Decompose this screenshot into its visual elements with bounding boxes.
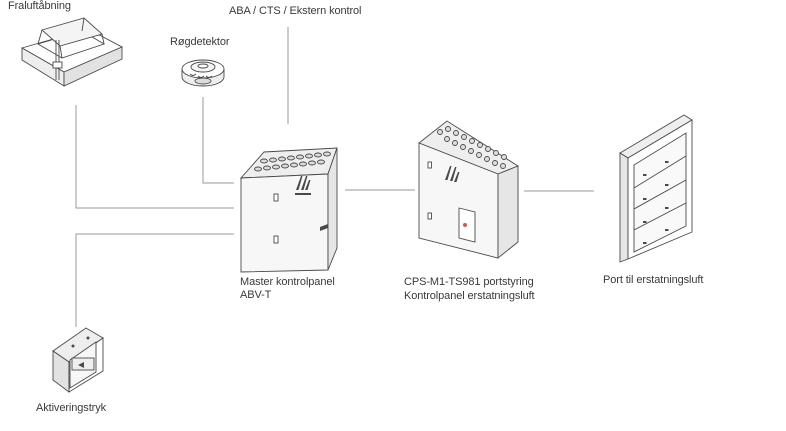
door-label: Port til erstatningsluft — [603, 274, 704, 286]
brand-logo-icon — [295, 176, 311, 195]
cable-glands — [254, 151, 331, 172]
red-indicator-icon — [463, 223, 467, 227]
lock-upper-icon — [273, 193, 279, 202]
line-roof-hatch-to-master — [75, 105, 234, 209]
lock-lower-icon — [273, 235, 279, 244]
line-smoke-to-master — [202, 97, 234, 184]
lock-upper-icon — [427, 161, 432, 169]
master-panel-model-label: ABV-T — [240, 289, 272, 301]
activation-switch-label: Aktiveringstryk — [36, 402, 107, 414]
bms-label: ABA / CTS / Ekstern kontrol — [229, 5, 362, 17]
lock-lower-icon — [427, 212, 432, 220]
brand-logo-icon — [445, 166, 460, 182]
cps-panel-description-label: Kontrolpanel erstatningsluft — [404, 290, 535, 302]
smoke-detector-label: Røgdetektor — [170, 36, 230, 48]
connection-lines — [75, 27, 594, 327]
vent-icon — [320, 224, 328, 231]
line-activation-to-master — [75, 233, 234, 327]
activation-switch-icon — [52, 327, 104, 393]
cps-panel-label: CPS-M1-TS981 portstyring — [404, 276, 534, 288]
master-control-panel-icon — [239, 147, 338, 273]
roof-hatch-icon — [20, 17, 124, 87]
makeup-air-door-icon — [619, 114, 693, 263]
smoke-detector-icon — [181, 59, 225, 87]
master-panel-label: Master kontrolpanel — [240, 276, 335, 288]
roof-hatch-label: Fraluftåbning — [8, 0, 71, 12]
cable-glands — [437, 126, 507, 169]
cps-control-panel-icon — [418, 120, 519, 259]
